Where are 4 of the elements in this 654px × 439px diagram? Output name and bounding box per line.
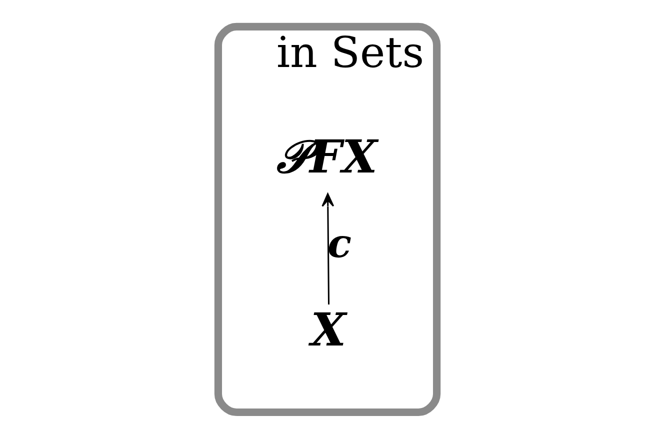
- edge-label: c: [327, 221, 352, 268]
- arrow: [321, 193, 334, 304]
- node-text: X: [310, 302, 346, 356]
- node-text: 𝒫FX: [276, 129, 377, 184]
